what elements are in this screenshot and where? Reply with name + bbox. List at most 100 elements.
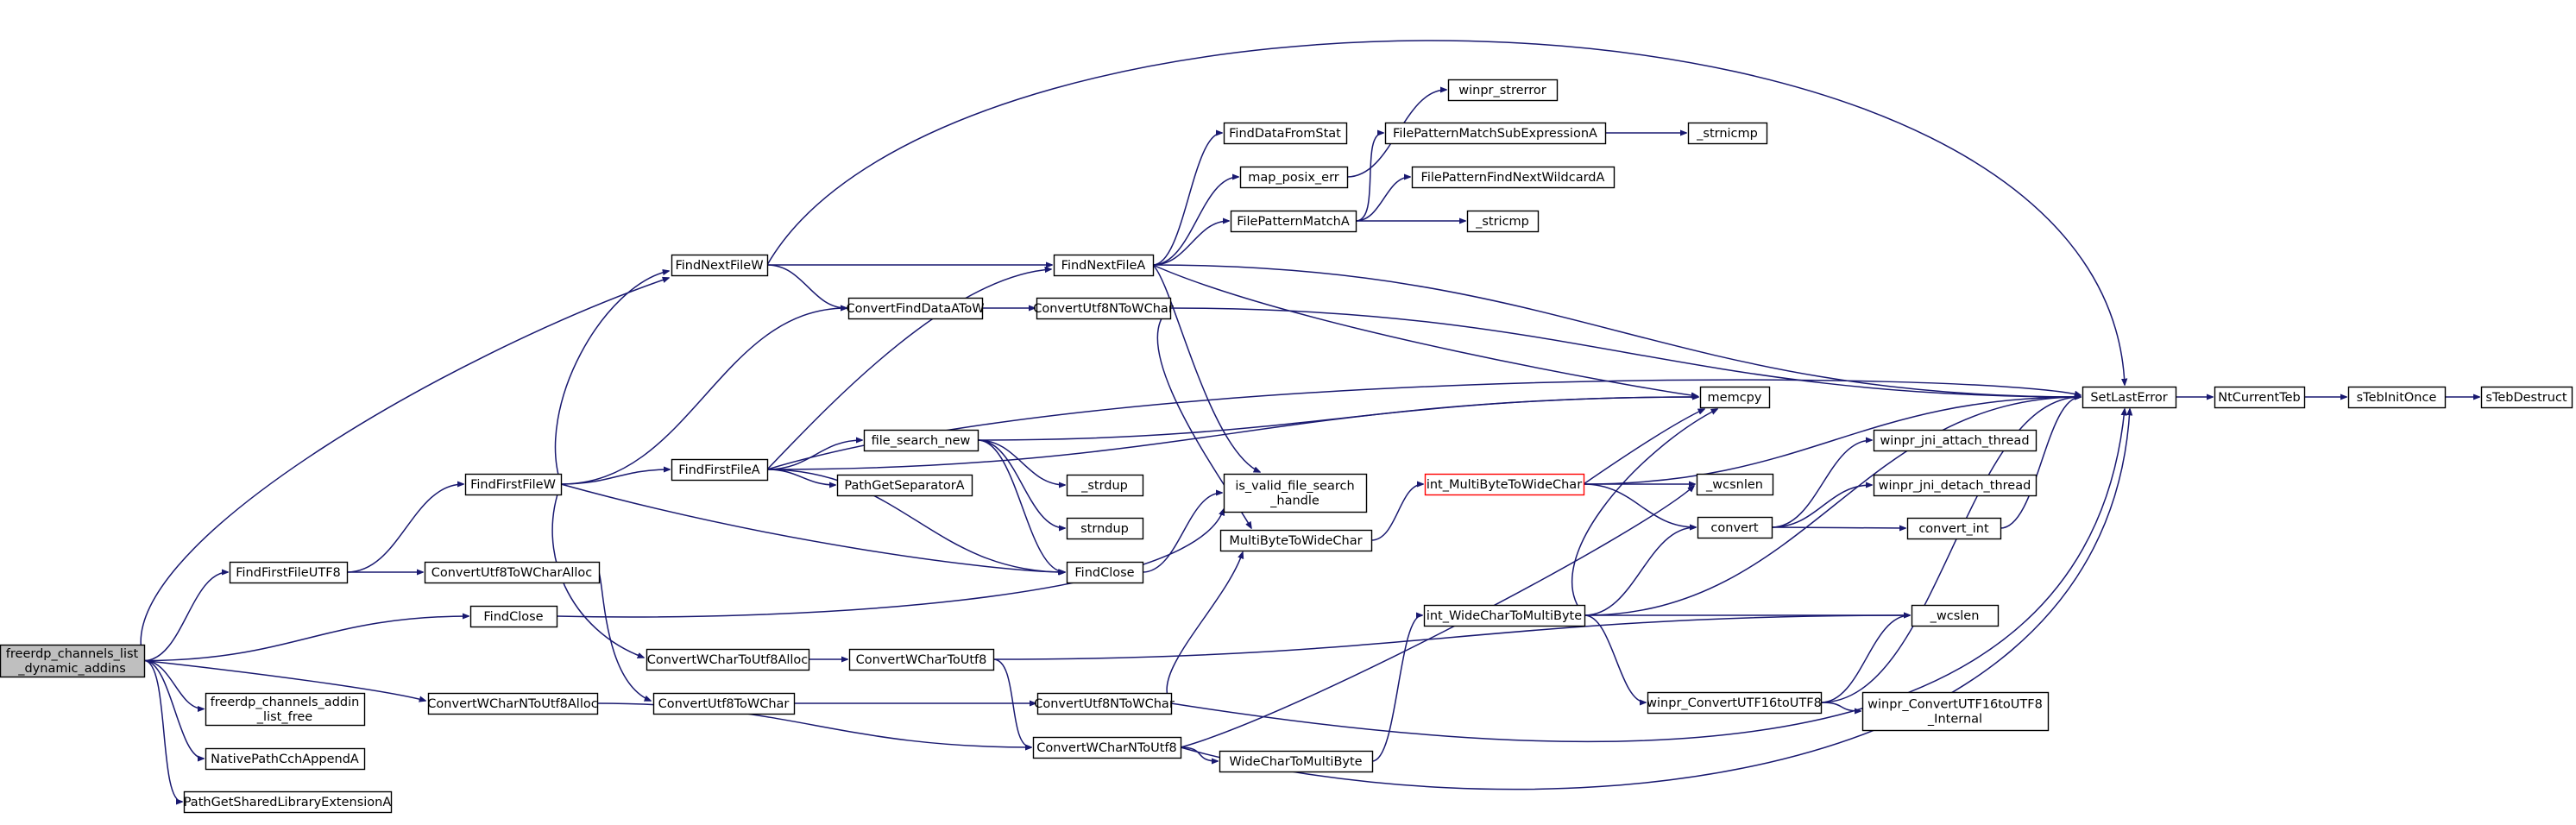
edge-int_WideCharToMultiByte-to-memcpy [1571, 409, 1717, 616]
node-label: FindDataFromStat [1229, 127, 1341, 141]
node-label: winpr_strerror [1458, 84, 1546, 98]
node-label: PathGetSeparatorA [844, 479, 964, 493]
node-winpr_ConvertUTF16toUTF8_Internal[interactable]: winpr_ConvertUTF16toUTF8_Internal [1861, 691, 2050, 732]
node-box [1223, 122, 1348, 145]
node-FilePatternMatchA[interactable]: FilePatternMatchA [1230, 210, 1357, 233]
node-box [1699, 386, 1771, 409]
node-MultiByteToWideChar[interactable]: MultiByteToWideChar [1219, 529, 1373, 552]
edge-FindNextFileW-to-SetLastError [766, 40, 2125, 385]
edge-int_MultiByteToWideChar-to-memcpy [1583, 409, 1704, 485]
node-FindFirstFileUTF8[interactable]: FindFirstFileUTF8 [229, 561, 349, 584]
node-box [1696, 473, 1774, 496]
node-label: _Internal [1927, 712, 1982, 726]
node-label: is_valid_file_search [1235, 479, 1354, 493]
node-FindNextFileA[interactable]: FindNextFileA [1053, 254, 1155, 277]
node-int_WideCharToMultiByte[interactable]: int_WideCharToMultiByte [1423, 604, 1586, 627]
node-_strdup[interactable]: _strdup [1066, 474, 1144, 497]
edge-file_search_new-to-memcpy [977, 397, 1698, 441]
node-box [652, 692, 796, 715]
node-strndup[interactable]: strndup [1066, 517, 1144, 540]
node-_wcsnlen[interactable]: _wcsnlen [1696, 473, 1774, 496]
node-box [671, 254, 769, 277]
node-sTebDestruct[interactable]: sTebDestruct [2480, 386, 2573, 409]
node-FindClose_left[interactable]: FindClose [469, 605, 558, 628]
node-ConvertUtf8NToWChar_bot[interactable]: ConvertUtf8NToWChar [1034, 692, 1175, 715]
node-_wcslen[interactable]: _wcslen [1911, 604, 2000, 627]
node-FindDataFromStat[interactable]: FindDataFromStat [1223, 122, 1348, 145]
edge-convert-to-winpr_jni_detach_thread [1771, 485, 1872, 528]
node-label: FilePatternFindNextWildcardA [1421, 171, 1605, 185]
node-label: ConvertFindDataAToW [846, 302, 984, 316]
edge-file_search_new-to-FindClose_mid [977, 439, 1065, 572]
node-convert_int[interactable]: convert_int [1906, 517, 2002, 540]
node-ConvertUtf8ToWChar[interactable]: ConvertUtf8ToWChar [652, 692, 796, 715]
node-SetLastError[interactable]: SetLastError [2082, 386, 2177, 409]
node-label: FindClose [483, 610, 543, 624]
edge-MultiByteToWideChar-to-int_MultiByteToWideChar [1370, 484, 1423, 541]
node-ConvertUtf8ToWCharAlloc[interactable]: ConvertUtf8ToWCharAlloc [424, 561, 601, 584]
edge-FindNextFileA-to-memcpy [1152, 264, 1697, 396]
node-addin_list_free[interactable]: freerdp_channels_addin_list_free [205, 692, 366, 727]
edge-FindFirstFileW-to-FindNextFileW [554, 271, 669, 485]
edge-ConvertUtf8NToWChar_top-to-SetLastError [1169, 307, 2081, 397]
node-winpr_jni_attach_thread[interactable]: winpr_jni_attach_thread [1873, 429, 2037, 452]
edge-convert_int-to-SetLastError [2000, 397, 2081, 529]
edge-FindNextFileW-to-ConvertFindDataAToW [766, 264, 847, 308]
node-FindNextFileW[interactable]: FindNextFileW [671, 254, 769, 277]
node-PathGetSeparatorA[interactable]: PathGetSeparatorA [836, 474, 973, 497]
node-box [205, 692, 366, 727]
node-ConvertWCharToUtf8Alloc[interactable]: ConvertWCharToUtf8Alloc [646, 648, 810, 671]
node-box [205, 747, 366, 771]
node-WideCharToMultiByte[interactable]: WideCharToMultiByte [1219, 750, 1374, 773]
node-NtCurrentTeb[interactable]: NtCurrentTeb [2214, 386, 2306, 409]
node-winpr_ConvertUTF16toUTF8[interactable]: winpr_ConvertUTF16toUTF8 [1647, 691, 1823, 715]
node-FindFirstFileW[interactable]: FindFirstFileW [464, 473, 563, 496]
node-PathGetSharedLibraryExtensionA[interactable]: PathGetSharedLibraryExtensionA [184, 790, 393, 814]
node-label: FindFirstFileW [470, 478, 556, 492]
node-map_posix_err[interactable]: map_posix_err [1239, 166, 1349, 189]
node-FilePatternFindNextWildcardA[interactable]: FilePatternFindNextWildcardA [1411, 166, 1616, 189]
node-ConvertUtf8NToWChar_top[interactable]: ConvertUtf8NToWChar [1033, 297, 1174, 320]
node-file_search_new[interactable]: file_search_new [863, 429, 979, 452]
node-label: int_WideCharToMultiByte [1427, 609, 1582, 623]
edge-convert-to-winpr_jni_attach_thread [1771, 440, 1872, 528]
node-FilePatternMatchSubExpressionA[interactable]: FilePatternMatchSubExpressionA [1384, 122, 1607, 145]
node-ConvertWCharNToUtf8Alloc[interactable]: ConvertWCharNToUtf8Alloc [427, 692, 599, 715]
edge-ConvertUtf8NToWChar_bot-to-MultiByteToWideChar [1166, 552, 1243, 704]
node-root[interactable]: freerdp_channels_list_dynamic_addins [0, 644, 146, 678]
node-box [1032, 736, 1182, 759]
node-winpr_strerror[interactable]: winpr_strerror [1447, 79, 1559, 102]
node-ConvertWCharNToUtf8[interactable]: ConvertWCharNToUtf8 [1032, 736, 1182, 759]
node-box [2347, 386, 2447, 409]
node-label: FindNextFileA [1061, 259, 1146, 273]
node-sTebInitOnce[interactable]: sTebInitOnce [2347, 386, 2447, 409]
edge-int_MultiByteToWideChar-to-SetLastError [1583, 397, 2081, 485]
node-label: _stricmp [1475, 215, 1529, 229]
node-label: PathGetSharedLibraryExtensionA [184, 796, 392, 809]
node-is_valid_file_search_handle[interactable]: is_valid_file_search_handle [1223, 473, 1368, 513]
edge-FindNextFileA-to-map_posix_err [1152, 177, 1238, 266]
node-ConvertWCharToUtf8[interactable]: ConvertWCharToUtf8 [848, 648, 995, 671]
node-box [1447, 79, 1559, 102]
node-label: FindFirstFileUTF8 [236, 566, 341, 580]
edge-root-to-PathGetSharedLibraryExtensionA [143, 659, 182, 803]
edge-FindFirstFileW-to-FindFirstFileA [560, 469, 670, 485]
node-int_MultiByteToWideChar[interactable]: int_MultiByteToWideChar [1424, 473, 1585, 496]
node-NativePathCchAppendA[interactable]: NativePathCchAppendA [205, 747, 366, 771]
node-FindClose_mid[interactable]: FindClose [1066, 561, 1144, 584]
node-ConvertFindDataAToW[interactable]: ConvertFindDataAToW [846, 297, 985, 320]
node-FindFirstFileA[interactable]: FindFirstFileA [671, 458, 769, 482]
node-label: _handle [1269, 494, 1319, 507]
edge-FindFirstFileW-to-ConvertWCharToUtf8Alloc [551, 483, 644, 658]
node-winpr_jni_detach_thread[interactable]: winpr_jni_detach_thread [1873, 474, 2037, 497]
node-memcpy[interactable]: memcpy [1699, 386, 1771, 409]
node-box [646, 648, 810, 671]
edges-layer [140, 40, 2479, 803]
edge-root-to-FindFirstFileUTF8 [143, 572, 228, 662]
node-label: convert [1710, 521, 1758, 535]
node-convert[interactable]: convert [1697, 516, 1773, 539]
node-_stricmp[interactable]: _stricmp [1466, 210, 1540, 233]
node-label: SetLastError [2090, 391, 2167, 405]
edge-ConvertWCharNToUtf8-to-WideCharToMultiByte [1180, 746, 1218, 761]
node-_strnicmp[interactable]: _strnicmp [1687, 122, 1768, 145]
